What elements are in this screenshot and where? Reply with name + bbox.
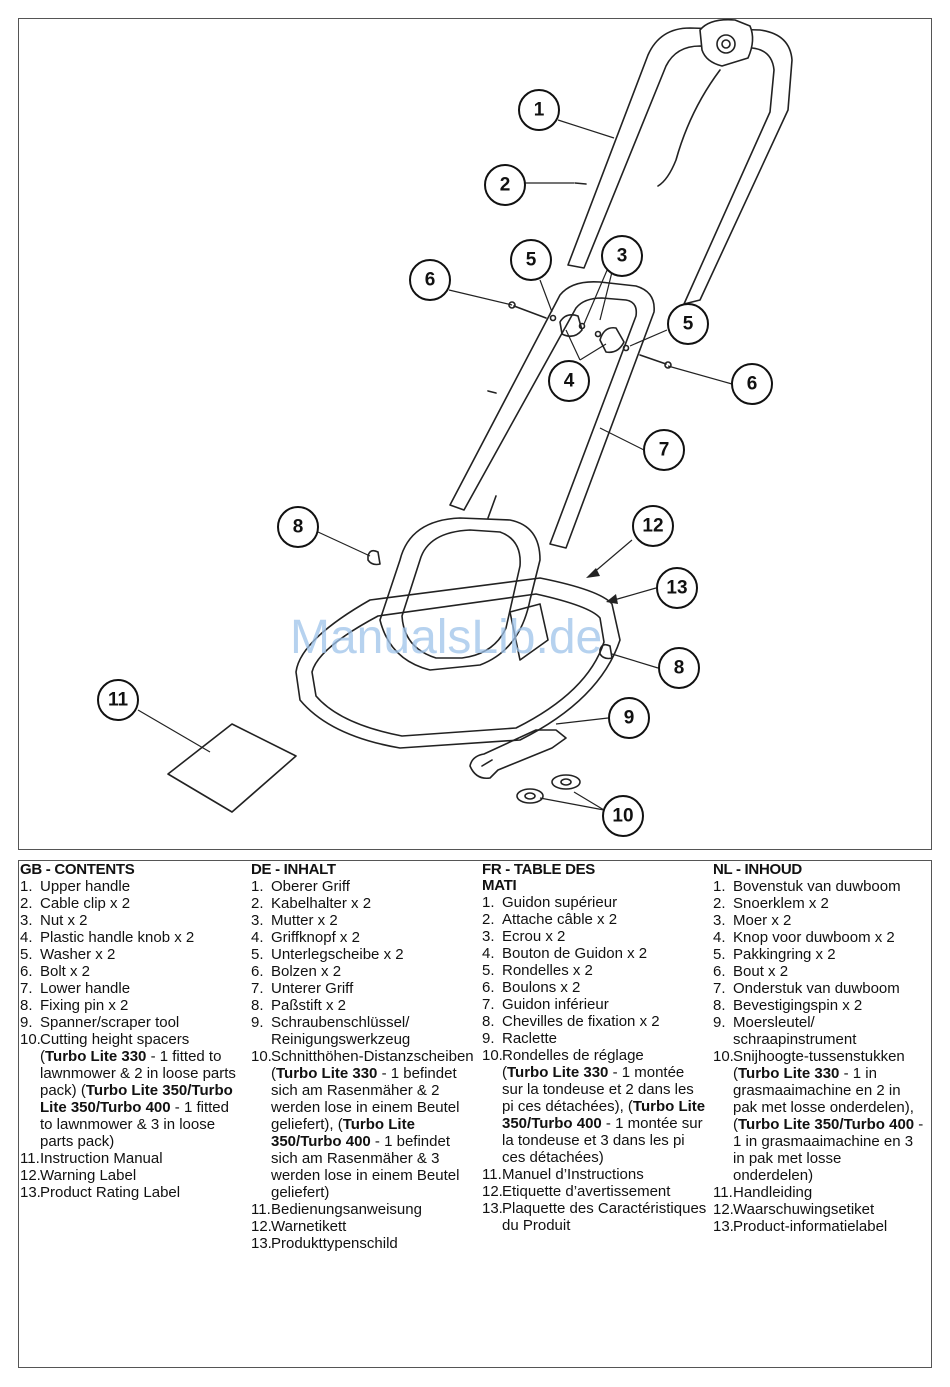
upper-handle-drawing: [567, 27, 793, 305]
list-item: 3.Moer x 2: [713, 912, 792, 929]
list-item: 1.Oberer Griff: [251, 878, 350, 895]
callout-10: 10: [612, 806, 633, 827]
list-item: 13.Produkttypenschild: [251, 1235, 398, 1252]
list-item: 7.Unterer Griff: [251, 980, 354, 997]
list-item: 7.Lower handle: [20, 980, 131, 997]
callout-12: 12: [642, 516, 663, 537]
list-item: 13.Product Rating Label: [20, 1184, 181, 1201]
instruction-manual-drawing: [167, 723, 297, 813]
callout-9: 9: [624, 708, 635, 729]
spanner-tool-drawing: [469, 729, 567, 780]
list-item: 5.Rondelles x 2: [482, 962, 593, 979]
parts-list: 1.Upper handle 2.Cable clip x 2 3.Nut x …: [20, 878, 245, 1201]
list-item: 1.Guidon supérieur: [482, 894, 618, 911]
list-item: 8.Chevilles de fixation x 2: [482, 1013, 660, 1030]
list-item: 6.Boulons x 2: [482, 979, 581, 996]
callout-8-right: 8: [674, 658, 685, 679]
list-item: 7.Onderstuk van duwboom: [713, 980, 900, 997]
list-item: 2.Cable clip x 2: [20, 895, 131, 912]
list-item: 5.Washer x 2: [20, 946, 116, 963]
list-item: 3.Ecrou x 2: [482, 928, 566, 945]
list-item: 10.Snijhoogte-tussenstukken (Turbo Lite …: [713, 1048, 924, 1184]
parts-list: 1.Guidon supérieur 2.Attache câble x 2 3…: [482, 894, 707, 1234]
list-item: 9.Moersleutel/ schraapinstrument: [713, 1014, 857, 1048]
contents-column-gb: GB - CONTENTS 1.Upper handle 2.Cable cli…: [20, 861, 245, 1202]
callout-5-left: 5: [526, 250, 537, 271]
list-item: 8.Fixing pin x 2: [20, 997, 129, 1014]
list-item: 13.Plaquette des Caractéristiques du Pro…: [482, 1200, 707, 1234]
list-item: 9.Spanner/scraper tool: [20, 1014, 180, 1031]
list-item: 8.Bevestigingspin x 2: [713, 997, 863, 1014]
list-item: 12.Warning Label: [20, 1167, 137, 1184]
list-item: 11.Instruction Manual: [20, 1150, 163, 1167]
list-item: 12.Etiquette d’avertissement: [482, 1183, 671, 1200]
list-item: 12.Warnetikett: [251, 1218, 347, 1235]
list-item: 11.Handleiding: [713, 1184, 813, 1201]
diagram-frame: [18, 18, 932, 850]
list-item: 13.Product-informatielabel: [713, 1218, 888, 1235]
contents-column-de: DE - INHALT 1.Oberer Griff 2.Kabelhalter…: [251, 861, 476, 1253]
list-item: 2.Kabelhalter x 2: [251, 895, 372, 912]
callout-2: 2: [500, 175, 511, 196]
callout-8-left: 8: [293, 517, 304, 538]
callout-13: 13: [666, 578, 687, 599]
callout-1: 1: [534, 100, 545, 121]
list-item: 8.Paßstift x 2: [251, 997, 347, 1014]
callout-3: 3: [617, 246, 628, 267]
callout-4: 4: [564, 371, 575, 392]
list-item: 12.Waarschuwingsetiket: [713, 1201, 875, 1218]
parts-list: 1.Oberer Griff 2.Kabelhalter x 2 3.Mutte…: [251, 878, 476, 1252]
parts-list: 1.Bovenstuk van duwboom 2.Snoerklem x 2 …: [713, 878, 925, 1235]
list-item: 11.Manuel d’Instructions: [482, 1166, 644, 1183]
list-item: 1.Upper handle: [20, 878, 131, 895]
watermark: ManualsLib.de: [290, 611, 603, 664]
list-item: 5.Pakkingring x 2: [713, 946, 836, 963]
list-item: 7.Guidon inférieur: [482, 996, 609, 1013]
exploded-parts-diagram: 1 2 3 4 5 5 6 6 7 8 8 9 10 11 12 13: [97, 18, 793, 837]
list-item: 9.Schraubenschlüssel/ Reinigungswerkzeug: [251, 1014, 411, 1048]
column-heading: NL - INHOUD: [713, 861, 802, 878]
contents-column-fr: FR - TABLE DES MATI 1.Guidon supérieur 2…: [482, 861, 707, 1235]
list-item: 1.Bovenstuk van duwboom: [713, 878, 901, 895]
list-item: 4.Knop voor duwboom x 2: [713, 929, 895, 946]
contents-column-nl: NL - INHOUD 1.Bovenstuk van duwboom 2.Sn…: [713, 861, 925, 1236]
callout-6-left: 6: [425, 270, 436, 291]
column-heading: GB - CONTENTS: [20, 861, 135, 878]
list-item: 10.Schnitthöhen-Distanzscheiben (Turbo L…: [251, 1048, 474, 1201]
list-item: 10.Rondelles de réglage(Turbo Lite 330 -…: [482, 1047, 706, 1166]
list-item: 4.Griffknopf x 2: [251, 929, 360, 946]
list-item: 11.Bedienungsanweisung: [251, 1201, 422, 1218]
list-item: 4.Bouton de Guidon x 2: [482, 945, 648, 962]
callout-5-right: 5: [683, 314, 694, 335]
list-item: 3.Nut x 2: [20, 912, 88, 929]
list-item: 6.Bout x 2: [713, 963, 789, 980]
lower-handle-drawing: [449, 280, 655, 549]
column-heading: DE - INHALT: [251, 861, 336, 878]
list-item: 4.Plastic handle knob x 2: [20, 929, 195, 946]
list-item: 2.Attache câble x 2: [482, 911, 618, 928]
list-item: 10.Cutting height spacers(Turbo Lite 330…: [20, 1031, 236, 1150]
list-item: 3.Mutter x 2: [251, 912, 338, 929]
list-item: 6.Bolzen x 2: [251, 963, 342, 980]
mower-hood-drawing: [379, 517, 541, 671]
list-item: 9.Raclette: [482, 1030, 558, 1047]
column-heading: FR - TABLE DES MATI: [482, 861, 596, 894]
contents-frame: [18, 860, 932, 1368]
list-item: 6.Bolt x 2: [20, 963, 91, 980]
list-item: 2.Snoerklem x 2: [713, 895, 829, 912]
callout-11: 11: [108, 690, 129, 711]
callout-6-right: 6: [747, 374, 758, 395]
list-item: 5.Unterlegscheibe x 2: [251, 946, 404, 963]
mower-deck-drawing: [295, 577, 621, 749]
callout-7: 7: [659, 440, 670, 461]
